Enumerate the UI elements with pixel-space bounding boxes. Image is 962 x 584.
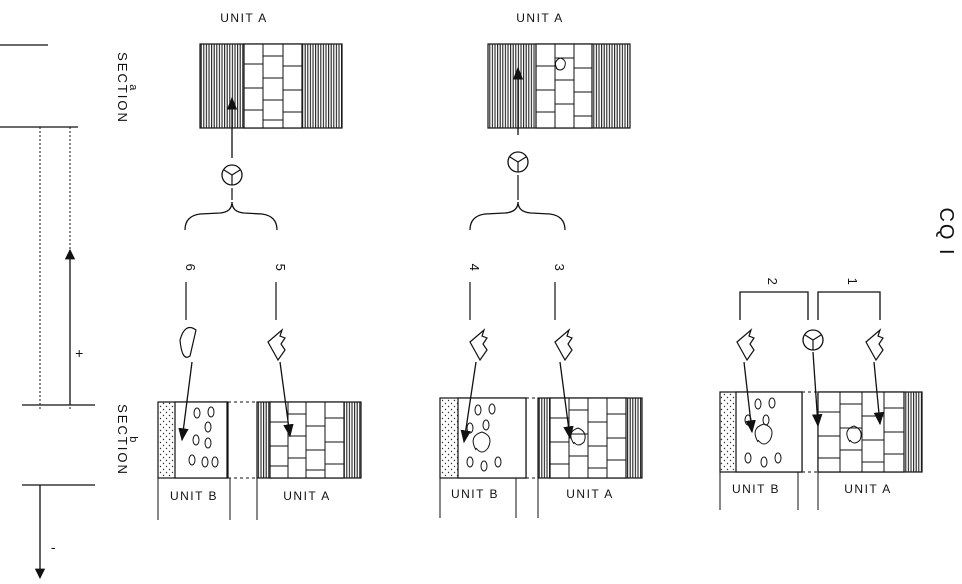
label-2: 2 — [765, 278, 780, 287]
label-3: 3 — [552, 264, 567, 273]
label-4: 4 — [467, 264, 482, 273]
section-a-letter: a — [127, 84, 139, 92]
plus-label: + — [75, 345, 85, 361]
fossil-serrated-icon — [866, 330, 883, 360]
label-5: 5 — [273, 264, 288, 273]
unit-a-top-label: UNIT A — [516, 11, 563, 25]
column-middle: UNIT A 4 3 — [440, 11, 642, 518]
unit-b-label: UNIT B — [732, 482, 780, 496]
fossil-serrated-icon — [470, 330, 487, 360]
unit-a-label: UNIT A — [566, 487, 613, 501]
figure-code: CQ I — [935, 207, 957, 256]
unit-b-label: UNIT B — [170, 489, 218, 503]
unit-a-label: UNIT A — [844, 482, 891, 496]
label-6: 6 — [183, 264, 198, 273]
label-1: 1 — [845, 278, 860, 287]
column-right: 2 1 UNIT B — [720, 278, 922, 510]
fossil-serrated-icon — [555, 330, 572, 360]
unit-a-label: UNIT A — [283, 489, 330, 503]
column-left: UNIT A 6 5 — [158, 11, 361, 520]
unit-a-top-label: UNIT A — [220, 11, 267, 25]
section-b-letter: b — [127, 436, 139, 444]
unit-b-label: UNIT B — [451, 487, 499, 501]
section-scale — [0, 45, 95, 578]
fossil-tooth-icon — [180, 328, 196, 358]
minus-label: - — [51, 539, 57, 555]
fossil-serrated-icon — [737, 330, 754, 360]
fossil-serrated-icon — [268, 330, 285, 360]
